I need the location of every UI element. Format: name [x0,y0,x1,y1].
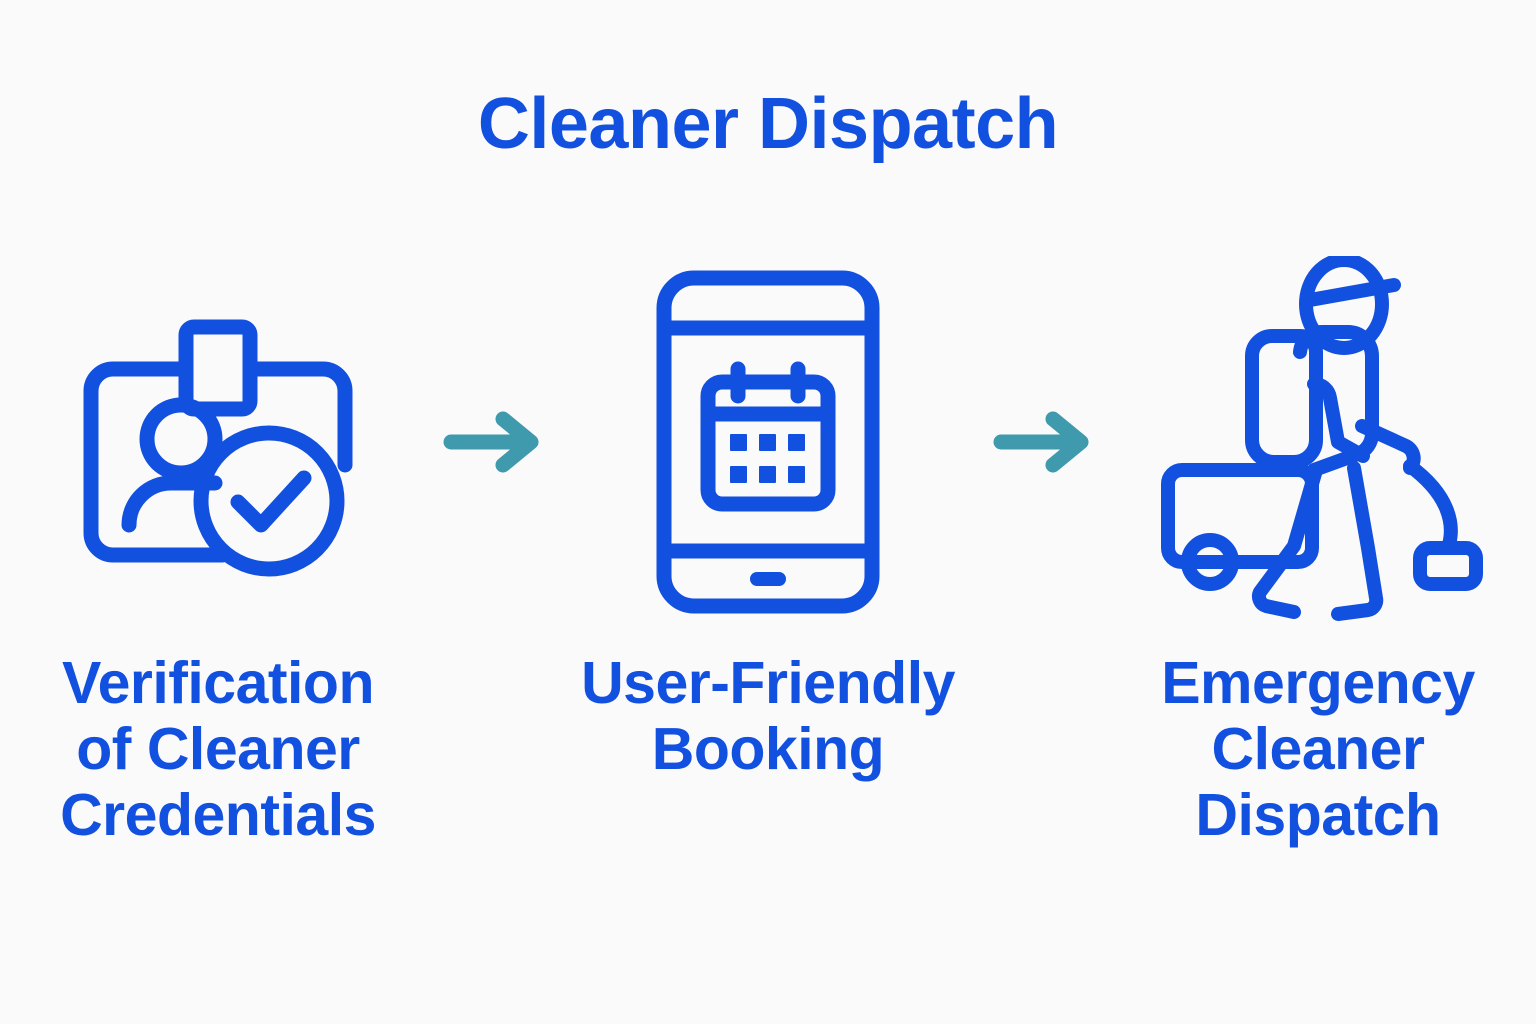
step-1-label: Verification of Cleaner Credentials [60,650,376,849]
page-title: Cleaner Dispatch [477,84,1059,164]
arrow-right-icon [993,411,1089,473]
step-2-icon-wrapper [652,252,884,632]
cleaner-with-vacuum-cart-icon [1161,256,1483,621]
smartphone-calendar-booking-icon [656,270,880,614]
arrow-right-icon [443,411,539,473]
arrow-cell-2 [978,252,1108,632]
id-badge-verified-icon [83,319,353,577]
step-verification: Verification of Cleaner Credentials [8,252,428,848]
step-3-label: Emergency Cleaner Dispatch [1161,650,1475,849]
steps-row: Verification of Cleaner Credentials [0,252,1536,932]
step-booking: User-Friendly Booking [558,252,978,782]
step-1-icon-wrapper [73,252,363,632]
step-3-icon-wrapper [1148,252,1488,632]
step-emergency-dispatch: Emergency Cleaner Dispatch [1108,252,1528,848]
arrow-cell-1 [428,252,558,632]
step-2-label: User-Friendly Booking [581,650,955,783]
